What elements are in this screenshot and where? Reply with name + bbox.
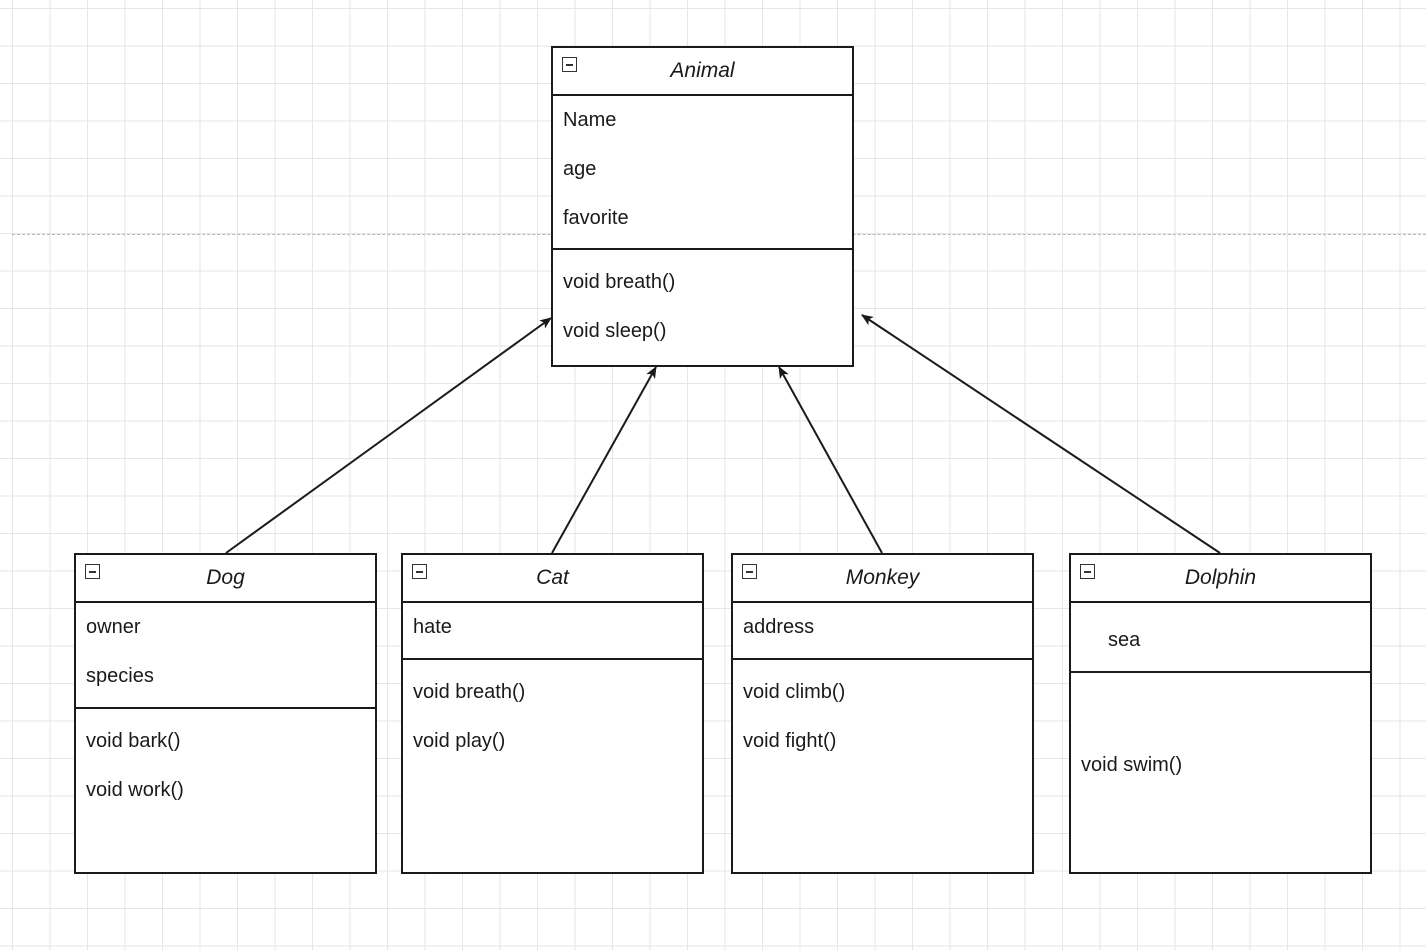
collapse-minus-icon[interactable] [412,564,427,579]
class-monkey[interactable]: Monkey address void climb() void fight() [731,553,1034,874]
operation-item[interactable]: void work() [86,779,184,801]
arrow-cat-to-animal[interactable] [551,366,657,554]
operations-compartment[interactable]: void climb() void fight() [733,660,1032,766]
operations-compartment[interactable]: void breath() void play() [403,660,702,766]
collapse-minus-icon[interactable] [85,564,100,579]
class-name[interactable]: Animal [670,59,735,82]
operation-item[interactable]: void climb() [743,681,846,703]
collapse-minus-icon[interactable] [742,564,757,579]
attribute-item[interactable]: Name [563,109,617,131]
operation-item[interactable]: void breath() [563,271,676,293]
operations-compartment[interactable]: void bark() void work() [76,709,375,815]
class-header[interactable]: Monkey [733,555,1032,603]
class-cat[interactable]: Cat hate void breath() void play() [401,553,704,874]
attribute-item[interactable]: age [563,158,597,180]
class-name[interactable]: Cat [536,566,569,589]
operations-compartment[interactable]: void breath() void sleep() [553,250,852,356]
arrow-monkey-to-animal[interactable] [778,366,883,554]
class-header[interactable]: Cat [403,555,702,603]
attributes-compartment[interactable]: Name age favorite [553,96,852,250]
operation-item[interactable]: void fight() [743,730,837,752]
class-animal[interactable]: Animal Name age favorite void breath() v… [551,46,854,367]
operation-item[interactable]: void bark() [86,730,181,752]
operation-item[interactable]: void swim() [1081,754,1183,776]
collapse-minus-icon[interactable] [1080,564,1095,579]
class-header[interactable]: Dog [76,555,375,603]
attribute-item[interactable]: sea [1108,629,1141,651]
class-name[interactable]: Dog [206,566,245,589]
attributes-compartment[interactable]: hate [403,603,702,660]
class-dolphin[interactable]: Dolphin sea void swim() [1069,553,1372,874]
arrow-dolphin-to-animal[interactable] [861,314,1221,554]
operation-item[interactable]: void breath() [413,681,526,703]
operation-item[interactable]: void play() [413,730,506,752]
attribute-item[interactable]: owner [86,616,141,638]
attribute-item[interactable]: species [86,665,154,687]
class-dog[interactable]: Dog owner species void bark() void work(… [74,553,377,874]
attributes-compartment[interactable]: owner species [76,603,375,709]
class-header[interactable]: Animal [553,48,852,96]
attributes-compartment[interactable]: address [733,603,1032,660]
class-name[interactable]: Dolphin [1184,566,1257,589]
arrow-dog-to-animal[interactable] [225,317,552,554]
attributes-compartment[interactable]: sea [1071,603,1370,673]
class-name[interactable]: Monkey [845,566,920,589]
attribute-item[interactable]: hate [413,616,452,638]
class-header[interactable]: Dolphin [1071,555,1370,603]
operation-item[interactable]: void sleep() [563,320,667,342]
attribute-item[interactable]: address [743,616,815,638]
operations-compartment[interactable]: void swim() [1071,673,1370,790]
attribute-item[interactable]: favorite [563,207,629,229]
collapse-minus-icon[interactable] [562,57,577,72]
